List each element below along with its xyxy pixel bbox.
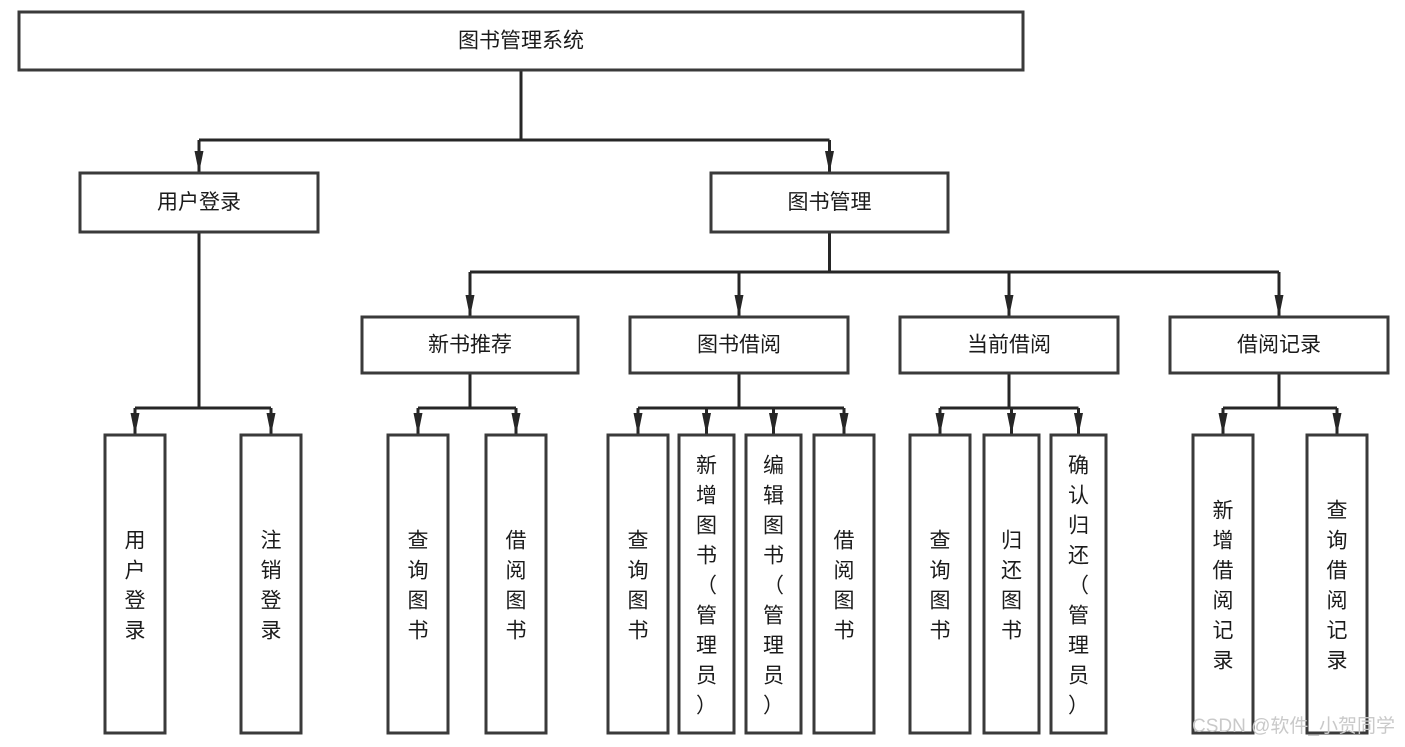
node-box [628, 315, 850, 375]
arrow-head-icon [266, 413, 276, 435]
node-box [386, 433, 450, 735]
flow-node-borrow-record[interactable]: 借阅记录 [1168, 315, 1390, 375]
arrow-head-icon [1332, 413, 1342, 435]
node-label: 图书管理系统 [458, 30, 584, 53]
flow-node-leaf-borrow-query-book[interactable]: 查询图书 [606, 433, 670, 735]
csdn-watermark: CSDN @软件_小贺同学 [1192, 715, 1395, 737]
flow-node-leaf-query-borrow-record[interactable]: 查询借阅记录 [1305, 433, 1369, 735]
arrow-head-icon [194, 151, 204, 173]
flow-node-leaf-edit-book-admin[interactable]: 编辑图书（管理员） [744, 433, 803, 735]
arrow-head-icon [734, 295, 744, 317]
flow-node-leaf-borrow-book[interactable]: 借阅图书 [812, 433, 876, 735]
flow-node-leaf-rec-borrow-book[interactable]: 借阅图书 [484, 433, 548, 735]
arrow-head-icon [413, 413, 423, 435]
arrow-head-icon [702, 413, 711, 435]
arrow-head-icon [1007, 413, 1016, 435]
node-box [360, 315, 580, 375]
node-box [908, 433, 972, 735]
node-label: 归还图书 [1001, 529, 1022, 642]
node-box [744, 433, 803, 735]
flow-node-book-borrow[interactable]: 图书借阅 [628, 315, 850, 375]
flow-node-user-login[interactable]: 用户登录 [78, 171, 320, 234]
arrow-head-icon [1218, 413, 1228, 435]
flow-node-leaf-return-book[interactable]: 归还图书 [982, 433, 1041, 735]
node-layer: 图书管理系统用户登录图书管理新书推荐图书借阅当前借阅借阅记录用户登录注销登录查询… [17, 10, 1390, 735]
arrow-head-icon [1074, 413, 1083, 435]
arrow-head-icon [511, 413, 521, 435]
node-label: 编辑图书（管理员） [763, 454, 784, 717]
flow-node-leaf-user-login[interactable]: 用户登录 [103, 433, 167, 735]
node-label: 新书推荐 [428, 334, 512, 357]
connector-layer [130, 70, 1342, 435]
arrow-head-icon [130, 413, 140, 435]
node-label: 新增图书（管理员） [696, 454, 717, 717]
node-label: 当前借阅 [967, 334, 1051, 357]
node-box [17, 10, 1025, 72]
node-label: 借阅记录 [1237, 334, 1321, 357]
node-box [239, 433, 303, 735]
node-box [1305, 433, 1369, 735]
node-box [1049, 433, 1108, 735]
flow-node-leaf-confirm-return-admin[interactable]: 确认归还（管理员） [1049, 433, 1108, 735]
node-box [677, 433, 736, 735]
flow-node-root[interactable]: 图书管理系统 [17, 10, 1025, 72]
node-box [709, 171, 950, 234]
flow-node-leaf-rec-query-book[interactable]: 查询图书 [386, 433, 450, 735]
arrow-head-icon [465, 295, 475, 317]
flow-node-leaf-cur-query-book[interactable]: 查询图书 [908, 433, 972, 735]
arrow-head-icon [839, 413, 849, 435]
node-box [1191, 433, 1255, 735]
node-box [898, 315, 1120, 375]
arrow-head-icon [633, 413, 643, 435]
node-box [484, 433, 548, 735]
flow-node-leaf-add-borrow-record[interactable]: 新增借阅记录 [1191, 433, 1255, 735]
node-label: 图书管理 [788, 191, 872, 214]
arrow-head-icon [825, 151, 834, 173]
flow-node-new-book-rec[interactable]: 新书推荐 [360, 315, 580, 375]
arrow-head-icon [1274, 295, 1284, 317]
arrow-head-icon [1004, 295, 1014, 317]
node-box [1168, 315, 1390, 375]
node-label: 查询图书 [628, 529, 649, 642]
node-label: 借阅图书 [834, 529, 855, 642]
node-box [606, 433, 670, 735]
node-label: 注销登录 [261, 529, 282, 642]
flow-node-leaf-add-book-admin[interactable]: 新增图书（管理员） [677, 433, 736, 735]
node-label: 新增借阅记录 [1213, 499, 1234, 672]
arrow-head-icon [935, 413, 945, 435]
flow-node-book-manage[interactable]: 图书管理 [709, 171, 950, 234]
node-label: 用户登录 [125, 529, 146, 642]
node-box [78, 171, 320, 234]
node-box [982, 433, 1041, 735]
node-label: 借阅图书 [506, 529, 527, 642]
node-label: 查询借阅记录 [1327, 499, 1348, 672]
flow-node-current-borrow[interactable]: 当前借阅 [898, 315, 1120, 375]
node-label: 查询图书 [408, 529, 429, 642]
node-label: 确认归还（管理员） [1068, 454, 1089, 717]
node-box [103, 433, 167, 735]
arrow-head-icon [769, 413, 778, 435]
node-box [812, 433, 876, 735]
node-label: 图书借阅 [697, 334, 781, 357]
node-label: 查询图书 [930, 529, 951, 642]
node-label: 用户登录 [157, 191, 241, 214]
flow-node-leaf-user-logout[interactable]: 注销登录 [239, 433, 303, 735]
